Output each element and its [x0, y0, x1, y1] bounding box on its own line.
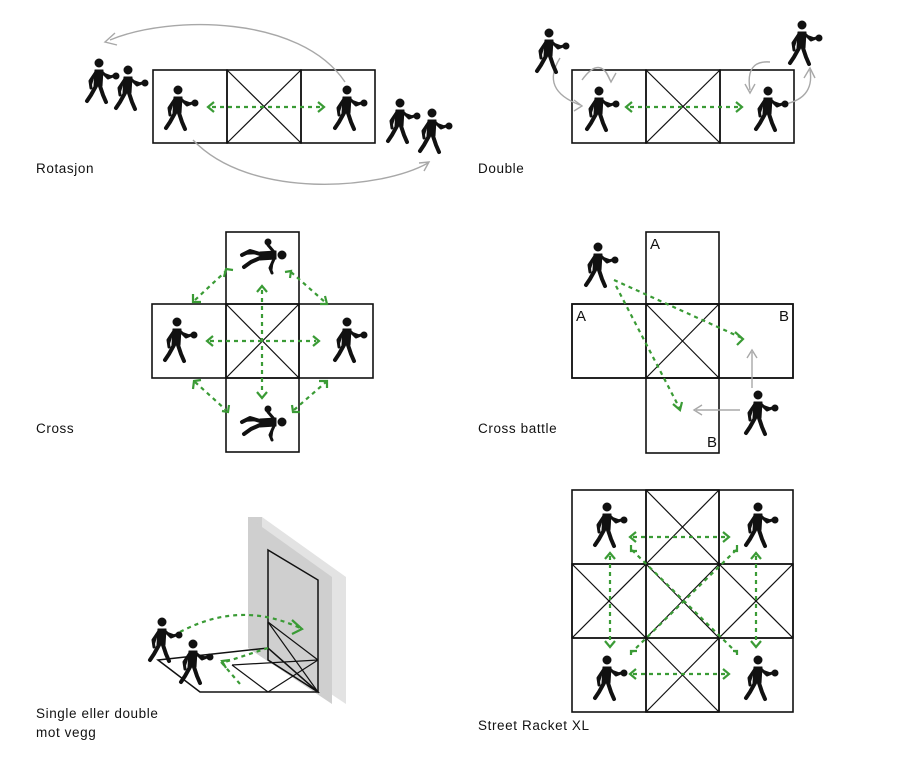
- diagram-mot-vegg: [148, 517, 346, 704]
- player-icon: [148, 616, 184, 663]
- ball-path-arrow: [624, 101, 744, 113]
- player-icon: [240, 404, 288, 442]
- zone-label: B: [707, 434, 717, 451]
- player-icon: [584, 241, 620, 288]
- ball-path-arrow: [613, 278, 745, 412]
- movement-arrow: [552, 57, 816, 112]
- movement-arrow: [692, 348, 758, 416]
- court: [156, 621, 320, 693]
- player-icon: [744, 389, 780, 436]
- player-icon: [744, 654, 780, 701]
- player-icon: [754, 85, 790, 132]
- ball-path-arrow: [604, 531, 762, 680]
- ball-path-arrow: [206, 101, 326, 113]
- diagram-label: Cross: [36, 421, 75, 436]
- player-icon: [788, 19, 824, 66]
- player-icon: [744, 501, 780, 548]
- player-icon: [585, 85, 621, 132]
- diagram-label: Rotasjon: [36, 161, 95, 176]
- zone-label: B: [779, 308, 789, 325]
- ball-path-arrow: [191, 267, 329, 414]
- player-icon: [593, 501, 629, 548]
- wall: [248, 517, 346, 704]
- zone-label: A: [576, 308, 586, 325]
- zone-label: A: [650, 236, 660, 253]
- player-icon: [333, 316, 369, 363]
- diagram-label: Double: [478, 161, 525, 176]
- diagram-street-racket-xl: [571, 489, 794, 713]
- diagram-rotasjon: [85, 24, 454, 186]
- court: [571, 231, 794, 454]
- player-icon: [114, 64, 150, 111]
- player-icon: [164, 84, 200, 131]
- diagram-label: Street Racket XL: [478, 718, 590, 733]
- player-icon: [593, 654, 629, 701]
- diagram-cross: [151, 231, 374, 453]
- ball-path-arrow: [179, 613, 304, 685]
- player-icon: [535, 27, 571, 74]
- player-icon: [418, 107, 454, 154]
- player-icon: [333, 84, 369, 131]
- player-icon: [179, 638, 215, 685]
- player-icon: [240, 237, 288, 275]
- player-icon: [386, 97, 422, 144]
- movement-arrow: [103, 24, 431, 186]
- diagram-label: Single eller double mot vegg: [36, 706, 159, 740]
- diagram-cross-battle: A A B B: [571, 231, 794, 454]
- player-icon: [85, 57, 121, 104]
- diagram-double: [535, 19, 824, 144]
- diagram-label: Cross battle: [478, 421, 558, 436]
- player-icon: [163, 316, 199, 363]
